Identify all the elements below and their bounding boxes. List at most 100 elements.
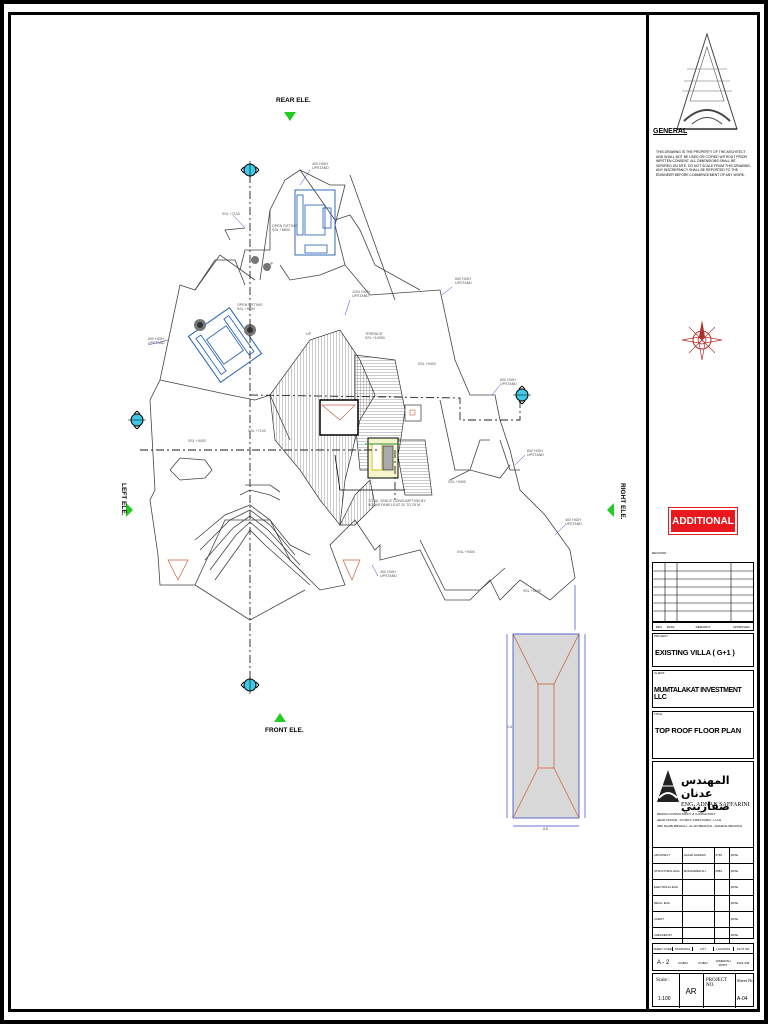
signature-date: DATE xyxy=(730,853,738,857)
annotation-ssl-9400-right: SSL +9400 xyxy=(418,362,436,366)
company-logo-icon xyxy=(676,32,738,130)
rev-col-date: DATE xyxy=(666,624,675,629)
client-name: MUMTALAKAT INVESTMENT LLC xyxy=(654,687,742,701)
additional-badge: ADDITIONAL xyxy=(668,507,738,535)
rev-col-approved: APPROVED xyxy=(732,624,750,629)
revision-label: REVISION : xyxy=(652,551,669,555)
general-notes-title: GENERAL xyxy=(653,128,688,135)
info-header-city: CITY xyxy=(693,946,714,951)
annotation-ssl-9400-low: SSL +9400 xyxy=(457,550,475,554)
sheet-border-top xyxy=(8,12,760,15)
revision-header-row: REV DATE REMARKS APPROVED xyxy=(652,622,754,631)
title-cell: TITLE TOP ROOF FLOOR PLAN xyxy=(652,711,754,759)
section-markers xyxy=(128,161,531,694)
corner-triangles xyxy=(167,559,361,581)
signature-date: DATE xyxy=(730,917,738,921)
solar-panel-area xyxy=(334,437,405,491)
signature-id xyxy=(715,912,730,927)
signature-name xyxy=(683,880,715,895)
signature-date: DATE xyxy=(730,933,738,937)
signature-date: DATE xyxy=(730,885,738,889)
info-header-sheet-code: SHEET CODE xyxy=(653,946,674,951)
signature-name xyxy=(683,928,715,943)
left-elevation-label: LEFT ELE. xyxy=(120,483,127,516)
front-elevation-label: FRONT ELE. xyxy=(265,727,304,734)
dimension-side: 1.8 xyxy=(507,725,512,729)
annotation-ssl-7100: SSL +7100 xyxy=(222,212,240,216)
annotation-ssl-7100-mid: SSL +7100 xyxy=(248,429,266,433)
sheet-no-label: Sheet No. xyxy=(737,978,755,983)
sheet-border-right xyxy=(757,12,760,1012)
rev-col-remarks: REMARKS xyxy=(695,624,711,629)
signature-id: 6799 xyxy=(715,848,730,863)
signature-id: 6883 xyxy=(715,864,730,879)
info-city: DUBAI xyxy=(698,960,708,965)
right-elevation-label: RIGHT ELE. xyxy=(619,483,626,520)
signature-date: DATE xyxy=(730,869,738,873)
signature-role: CHECKED BY xyxy=(653,928,683,943)
firm-subtitle-3: ABU DHABI BRANCH - AL AIN BRANCH - SHARJ… xyxy=(657,824,743,828)
scale-label: Scale : xyxy=(656,978,670,983)
north-compass-icon xyxy=(681,320,723,361)
annotation-up-2: UP xyxy=(306,332,312,336)
signature-name: MOHAMMED ALI xyxy=(683,864,715,879)
signature-role: MECH. ENG. xyxy=(653,896,683,911)
signature-role: ARCHITECT xyxy=(653,848,683,863)
firm-name-arabic: المهندس عدنان صفاريني xyxy=(681,774,730,813)
sheet-footer: Scale : 1:100 AR PROJECT NO. Sheet No. A… xyxy=(652,973,755,1008)
section-lines xyxy=(140,175,521,680)
signature-row: CHECKED BY DATE xyxy=(653,928,753,943)
info-header-location: LOCATION xyxy=(714,946,734,951)
firm-logo-icon xyxy=(657,770,679,802)
info-sheet-code: A - 2 xyxy=(656,959,670,966)
signature-row: CLIENT DATE xyxy=(653,912,753,928)
signature-id xyxy=(715,928,730,943)
signature-date: DATE xyxy=(730,901,738,905)
project-cell: PROJECT EXISTING VILLA ( G+1 ) xyxy=(652,633,754,667)
project-title: EXISTING VILLA ( G+1 ) xyxy=(655,648,735,657)
elevation-arrows xyxy=(126,112,614,722)
info-plot: 3322-345 xyxy=(736,960,750,965)
firm-subtitle-1: DESIGN CONSULTANCY & CONSULTANT xyxy=(657,812,716,816)
dimension-bottom: 8.8 xyxy=(543,827,548,831)
open-sitting-lower xyxy=(187,307,263,383)
annotation-up-1: UP xyxy=(268,262,274,266)
leader-lines xyxy=(147,169,566,577)
info-municipal: DUBAI xyxy=(678,960,688,965)
annotation-ssl-5100: SSL +5100 xyxy=(523,589,541,593)
signature-id xyxy=(715,896,730,911)
sheet-no-value: A-04 xyxy=(737,996,748,1002)
firm-cell: المهندس عدنان صفاريني ENG. ADNAN SAFFARI… xyxy=(652,761,754,853)
sheet-info-table: SHEET CODE MUNICIPAL CITY LOCATION PLOT … xyxy=(652,943,754,971)
drawing-title: TOP ROOF FLOOR PLAN xyxy=(655,726,741,735)
sheet-border-left xyxy=(8,12,11,1012)
info-location: JUMEIRAH FIRST xyxy=(715,958,731,967)
plants xyxy=(194,256,271,336)
project-label: PROJECT xyxy=(654,634,669,638)
signature-role: CLIENT xyxy=(653,912,683,927)
annotation-ssl-9400-left: SSL +9400 xyxy=(188,439,206,443)
scale-value: 1:100 xyxy=(658,996,671,1002)
revision-table xyxy=(652,562,754,622)
discipline-code: AR xyxy=(679,974,704,1008)
hipped-roof-lower-right xyxy=(506,585,586,827)
pitched-roof-center xyxy=(269,329,433,526)
signature-name: HAJAR HADDAD xyxy=(683,848,715,863)
general-notes-text: THIS DRAWING IS THE PROPERTY OF THE ARCH… xyxy=(656,150,751,177)
info-header-municipal: MUNICIPAL xyxy=(673,946,694,951)
client-label: CLIENT xyxy=(654,671,665,675)
